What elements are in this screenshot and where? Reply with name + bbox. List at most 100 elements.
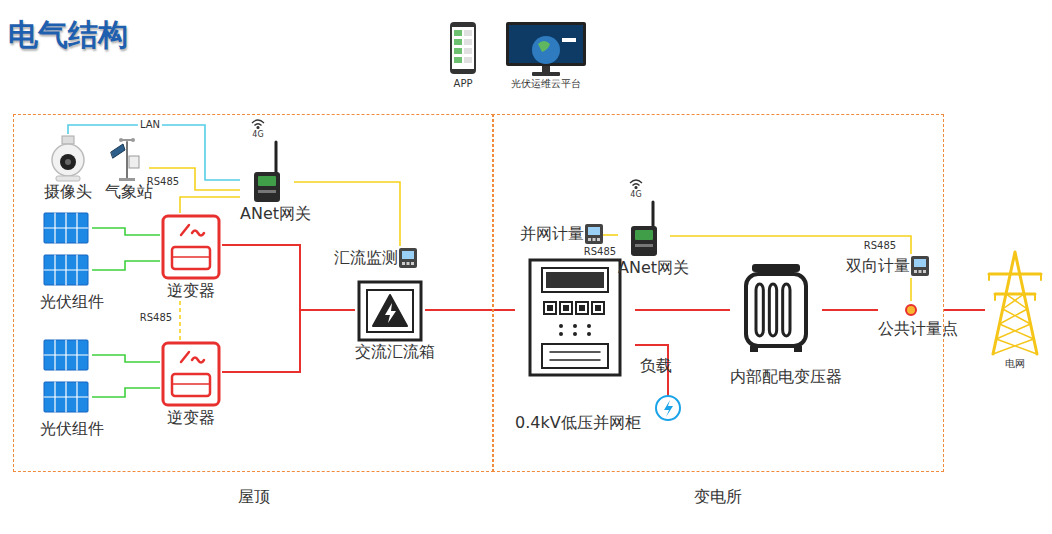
connector-line — [92, 355, 160, 362]
icon-part — [464, 30, 472, 36]
inverter: 逆变器 — [160, 213, 222, 301]
icon-figure — [618, 200, 670, 258]
meter-icon — [399, 248, 417, 268]
icon-part — [181, 225, 189, 235]
node-label: 负载 — [628, 356, 684, 376]
icon-part — [595, 305, 601, 311]
icon-part — [258, 176, 276, 186]
label-holder: 4G — [250, 130, 265, 139]
connector-line — [92, 228, 160, 235]
meter-icon — [911, 256, 929, 276]
icon-part — [411, 262, 414, 265]
icon-figure — [160, 340, 222, 408]
icon-part — [65, 159, 71, 165]
icon-part — [464, 39, 472, 45]
roof-region: 屋顶摄像头气象站ANet网关光伏组件逆变器光伏组件逆变器交流汇流箱汇流监测 — [14, 115, 493, 471]
icon-part — [119, 178, 135, 181]
node-label: 气象站 — [105, 182, 149, 202]
icon-figure — [240, 140, 294, 204]
icon-part — [131, 138, 135, 142]
combiner-box: 交流汇流箱 — [355, 280, 425, 362]
node-label: 变电所 — [493, 487, 943, 507]
weather-station: 气象站 — [105, 136, 149, 202]
meter-icon — [585, 224, 603, 244]
icon-part — [656, 396, 680, 420]
icon-part — [587, 324, 591, 328]
icon-part — [192, 358, 204, 363]
icon-part — [509, 25, 583, 63]
icon-part — [750, 346, 758, 352]
icon-part — [454, 57, 462, 63]
connector-line — [180, 197, 240, 213]
connector-line — [92, 388, 160, 397]
gateway-icon — [631, 202, 657, 256]
icon-part — [923, 270, 926, 273]
wifi-dot — [635, 187, 637, 189]
wifi-arc — [252, 120, 264, 123]
node-label: 交流汇流箱 — [355, 342, 425, 362]
icon-part — [385, 303, 396, 323]
connector-line — [670, 236, 911, 254]
wifi-dot — [257, 127, 259, 129]
inverter-icon — [163, 216, 219, 278]
icon-part — [407, 262, 410, 265]
icon-part — [258, 190, 276, 193]
icon-figure — [730, 262, 822, 367]
icon-part — [746, 274, 806, 346]
edge-label-holder: LAN — [138, 119, 162, 131]
icon-part — [542, 268, 608, 292]
icon-part — [275, 142, 278, 174]
connector-line — [822, 309, 878, 311]
icon-part — [60, 154, 76, 170]
icon-part — [538, 41, 550, 52]
icon-part — [752, 264, 800, 272]
substation-region: 变电所并网计量ANet网关0.4kV低压并网柜负载内部配电变压器双向计量公共计量… — [493, 115, 943, 471]
icon-figure — [515, 258, 635, 413]
icon-part — [559, 332, 563, 336]
metering-point: 公共计量点 — [878, 301, 944, 339]
icon-part — [989, 274, 1041, 300]
node-label: 屋顶 — [14, 487, 493, 507]
transformer: 内部配电变压器 — [730, 262, 822, 387]
icon-part — [794, 346, 802, 352]
icon-part — [172, 247, 210, 269]
icon-part — [597, 238, 600, 241]
wifi-arc — [630, 180, 642, 183]
icon-part — [542, 344, 608, 368]
icon-part — [163, 343, 219, 405]
wifi-arc — [633, 184, 640, 186]
icon-part — [359, 282, 421, 340]
connector-line — [944, 309, 985, 311]
combiner-meter: 汇流监测 — [334, 246, 410, 270]
icon-figure — [40, 134, 96, 182]
icon-part — [585, 224, 603, 244]
icon-part — [172, 374, 210, 396]
icon-part — [56, 176, 80, 181]
icon-part — [52, 144, 84, 176]
icon-part — [129, 156, 139, 168]
icon-part — [192, 231, 204, 236]
icon-part — [454, 39, 462, 45]
icon-part — [532, 36, 560, 64]
edge-label: RS485 — [862, 240, 898, 252]
icon-part — [373, 295, 407, 326]
combiner-icon — [359, 282, 421, 340]
icon-part — [993, 339, 1037, 354]
node-label: 并网计量 — [520, 224, 584, 244]
icon-part — [44, 382, 88, 412]
panels-icon — [44, 213, 88, 285]
bidirectional-meter: 双向计量 — [846, 254, 922, 278]
icon-part — [181, 352, 189, 362]
grid-meter: 并网计量 — [520, 222, 590, 246]
icon-part — [44, 227, 88, 228]
wifi-symbol — [630, 180, 642, 189]
icon-figure — [910, 254, 930, 278]
edge-label-holder: RS485 — [138, 312, 174, 324]
icon-part — [506, 22, 586, 66]
icon-part — [588, 227, 600, 235]
connector-line — [179, 301, 181, 340]
icon-part — [546, 272, 604, 288]
icon-part — [44, 354, 88, 355]
icon-part — [111, 144, 125, 158]
